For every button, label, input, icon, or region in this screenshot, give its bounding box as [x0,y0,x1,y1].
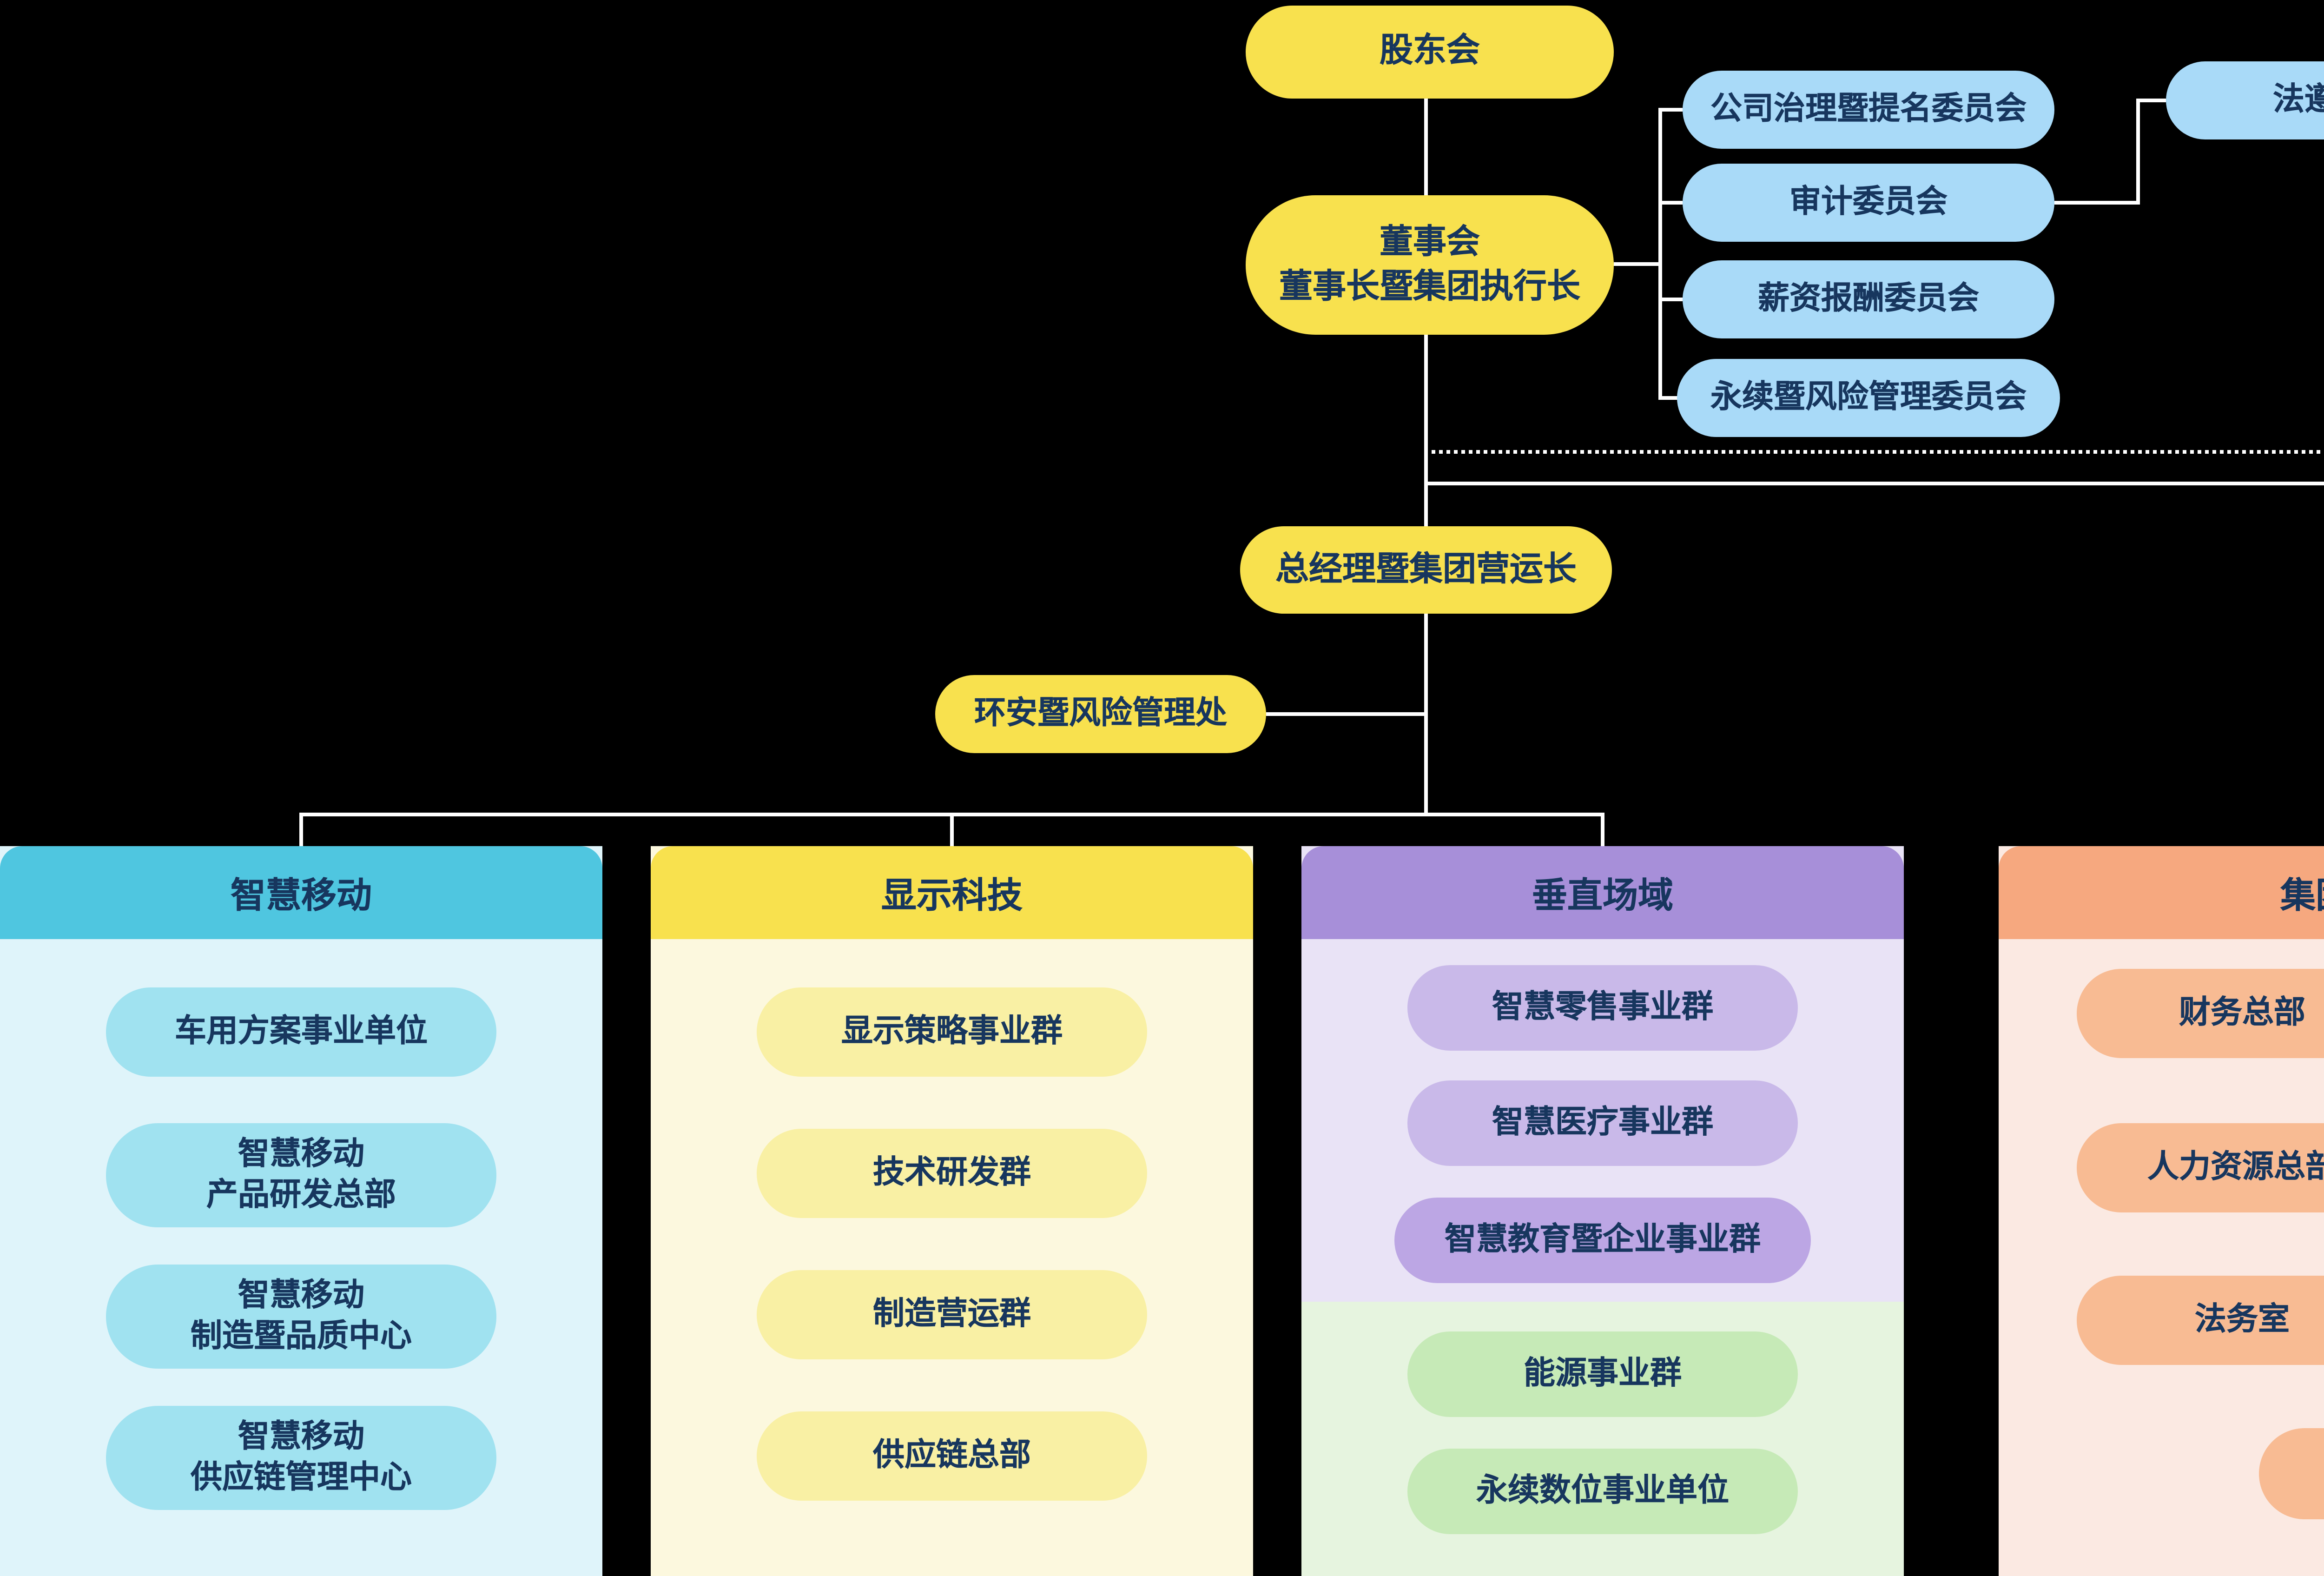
connector-committee-stub-1 [1658,108,1683,112]
division-title: 集团营运支援单位 [2280,875,2324,916]
chief-compliance-label: 法遵总顾问 [2273,81,2324,119]
unit-node-supply-chain-hq: 供应链总部 [757,1411,1147,1501]
unit-label: 永续数位事业单位 [1476,1472,1729,1510]
connector-ehs-trunk [1266,712,1426,716]
connector-audit-compliance-v [2136,99,2140,205]
unit-node-sustainable-digital: 永续数位事业单位 [1407,1449,1798,1534]
unit-label: 车用方案事业单位 [175,1013,428,1051]
unit-node-automotive-solutions: 车用方案事业单位 [106,987,496,1077]
connector-support-branch-h [1424,482,2324,485]
unit-label: 人力资源总部 [2147,1149,2324,1186]
division-display-tech-header: 显示科技 [651,846,1253,939]
division-smart-mobility-header: 智慧移动 [0,846,602,939]
unit-label: 制造暨品质中心 [191,1318,412,1356]
unit-label: 智慧教育暨企业事业群 [1445,1221,1761,1259]
unit-node-energy: 能源事业群 [1407,1331,1798,1417]
president-coo-node: 总经理暨集团营运长 [1240,526,1612,614]
unit-label: 供应链总部 [873,1437,1031,1475]
committee-label: 审计委员会 [1789,184,1948,221]
unit-label: 智慧零售事业群 [1492,989,1713,1026]
committee-label: 公司治理暨提名委员会 [1710,91,2027,128]
unit-label: 财务总部 [2179,994,2305,1032]
connector-board-committees [1614,262,1660,266]
connector-division-stub-1 [299,813,303,846]
connector-audit-compliance-h2 [2136,99,2166,102]
connector-division-stub-3 [1601,813,1604,846]
shareholders-label: 股东会 [1380,32,1480,72]
unit-label: 技术研发群 [873,1154,1031,1192]
connector-division-stub-2 [950,813,954,846]
committee-node-audit: 审计委员会 [1683,164,2054,242]
unit-node-smart-healthcare: 智慧医疗事业群 [1407,1080,1798,1166]
unit-node-mobility-rd: 智慧移动 产品研发总部 [106,1123,496,1227]
committee-label: 薪资报酬委员会 [1758,280,1979,318]
connector-committee-bracket [1658,108,1662,400]
division-title: 显示科技 [881,875,1023,916]
unit-node-mfg-operations: 制造营运群 [757,1270,1147,1359]
president-coo-label: 总经理暨集团营运长 [1275,550,1577,589]
unit-label: 产品研发总部 [206,1177,396,1214]
unit-node-tech-rd: 技术研发群 [757,1129,1147,1218]
connector-committee-stub-2 [1658,201,1683,205]
connector-committee-stub-3 [1658,298,1683,301]
dotted-compliance-trunk [1424,450,2324,454]
ehs-risk-office-label: 环安暨风险管理处 [974,695,1227,733]
unit-node-hr-hq: 人力资源总部 [2077,1123,2324,1212]
unit-node-smart-retail: 智慧零售事业群 [1407,965,1798,1051]
connector-shareholders-board [1424,99,1428,195]
unit-node-legal-office: 法务室 [2077,1276,2324,1365]
unit-label: 显示策略事业群 [841,1013,1063,1051]
unit-label: 智慧医疗事业群 [1492,1104,1713,1142]
committee-label: 永续暨风险管理委员会 [1710,379,2027,417]
ehs-risk-office-node: 环安暨风险管理处 [935,675,1266,753]
chief-compliance-node: 法遵总顾问 [2166,61,2324,139]
unit-node-mobility-supply-chain: 智慧移动 供应链管理中心 [106,1406,496,1510]
unit-node-display-strategy: 显示策略事业群 [757,987,1147,1077]
unit-label: 智慧移动 [238,1277,364,1315]
committee-node-governance-nomination: 公司治理暨提名委员会 [1683,71,2054,149]
unit-label: 制造营运群 [873,1296,1031,1333]
unit-label: 能源事业群 [1524,1355,1682,1393]
unit-label: 供应链管理中心 [191,1460,412,1497]
unit-node-smart-education-enterprise: 智慧教育暨企业事业群 [1394,1198,1811,1283]
connector-audit-compliance-h1 [2054,201,2140,205]
connector-committee-stub-4 [1658,396,1683,400]
board-label-line2: 董事长暨集团执行长 [1279,267,1580,306]
division-title: 智慧移动 [230,875,372,916]
unit-label: 法务室 [2195,1301,2290,1339]
unit-label: 智慧移动 [238,1136,364,1173]
connector-coo-divisions [1424,614,1428,814]
unit-node-mobility-mfg-quality: 智慧移动 制造暨品质中心 [106,1265,496,1369]
board-node: 董事会 董事长暨集团执行长 [1246,195,1614,335]
board-label-line1: 董事会 [1380,223,1480,263]
division-support-header: 集团营运支援单位 [1999,846,2324,939]
unit-label: 智慧移动 [238,1418,364,1456]
connector-board-coo [1424,335,1428,526]
division-vertical-header: 垂直场域 [1301,846,1904,939]
committee-node-compensation: 薪资报酬委员会 [1683,260,2054,338]
shareholders-node: 股东会 [1246,6,1614,99]
unit-node-finance-hq: 财务总部 [2077,969,2324,1058]
committee-node-sustainability-risk: 永续暨风险管理委员会 [1677,359,2060,437]
division-title: 垂直场域 [1532,875,1673,916]
